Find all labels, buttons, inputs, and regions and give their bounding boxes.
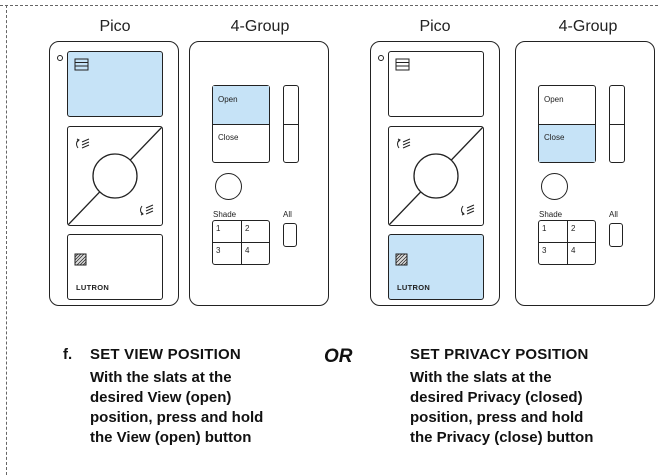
all-label: All — [609, 210, 618, 219]
brand-logo: LUTRON — [76, 283, 110, 292]
zone-button-1[interactable]: 1 — [539, 221, 568, 243]
pico-led-dot — [57, 55, 63, 61]
pico-privacy-button[interactable]: LUTRON — [388, 234, 484, 300]
zone-button-3[interactable]: 3 — [539, 243, 568, 264]
tilt-rocker-graphic — [68, 127, 162, 225]
keypad-open-close-button: Open Close — [538, 85, 596, 163]
pico-view-button[interactable] — [388, 51, 484, 117]
tilt-down-icon — [461, 204, 475, 216]
left-step-body: With the slats at the desired View (open… — [90, 369, 264, 446]
pico-privacy-button[interactable]: LUTRON — [67, 234, 163, 300]
tilt-rocker-graphic — [389, 127, 483, 225]
left-4group-keypad: Open Close Shade All 1 2 3 4 — [189, 41, 329, 306]
zone-label: 2 — [245, 224, 250, 233]
zone-button-3[interactable]: 3 — [213, 243, 242, 264]
zone-label: 3 — [542, 246, 547, 255]
zone-label: 4 — [245, 246, 250, 255]
keypad-round-button[interactable] — [541, 173, 568, 200]
zone-button-2[interactable]: 2 — [242, 221, 269, 243]
zone-label: 2 — [571, 224, 576, 233]
open-button[interactable]: Open — [213, 86, 269, 125]
right-step-title: SET PRIVACY POSITION — [410, 346, 589, 363]
zone-label: 4 — [571, 246, 576, 255]
right-step-body: With the slats at the desired Privacy (c… — [410, 369, 594, 446]
shade-zone-grid: 1 2 3 4 — [212, 220, 270, 265]
left-pico-caption: Pico — [99, 18, 131, 35]
all-button[interactable] — [609, 223, 623, 247]
dashed-border-top — [0, 5, 658, 6]
raise-lower-rocker[interactable] — [609, 85, 625, 163]
shade-label: Shade — [539, 210, 563, 219]
closed-blind-icon — [395, 253, 408, 266]
shade-zone-grid: 1 2 3 4 — [538, 220, 596, 265]
right-4group-keypad: Open Close Shade All 1 2 3 4 — [515, 41, 655, 306]
rocker-divider — [284, 124, 298, 125]
left-group-caption: 4-Group — [230, 18, 290, 35]
zone-button-4[interactable]: 4 — [568, 243, 595, 264]
open-label: Open — [218, 95, 238, 104]
tilt-up-icon — [397, 138, 411, 149]
zone-label: 3 — [216, 246, 221, 255]
zone-label: 1 — [542, 224, 547, 233]
close-label: Close — [218, 133, 239, 142]
zone-button-4[interactable]: 4 — [242, 243, 269, 264]
pico-led-dot — [378, 55, 384, 61]
tilt-up-icon — [76, 138, 90, 149]
raise-lower-rocker[interactable] — [283, 85, 299, 163]
pico-tilt-rocker[interactable] — [388, 126, 484, 226]
shade-label: Shade — [213, 210, 237, 219]
brand-logo: LUTRON — [397, 283, 431, 292]
or-separator: OR — [324, 346, 353, 367]
right-pico-remote: LUTRON — [370, 41, 500, 306]
zone-button-1[interactable]: 1 — [213, 221, 242, 243]
open-label: Open — [544, 95, 564, 104]
right-group-caption: 4-Group — [558, 18, 618, 35]
pico-tilt-rocker[interactable] — [67, 126, 163, 226]
rocker-divider — [610, 124, 624, 125]
left-step-title: SET VIEW POSITION — [90, 346, 241, 363]
close-button[interactable]: Close — [539, 125, 595, 162]
open-button[interactable]: Open — [539, 86, 595, 125]
open-blind-icon — [395, 58, 410, 71]
dashed-border-left — [6, 5, 7, 475]
close-button[interactable]: Close — [213, 125, 269, 162]
open-blind-icon — [74, 58, 89, 71]
step-letter: f. — [63, 346, 73, 363]
zone-label: 1 — [216, 224, 221, 233]
keypad-open-close-button: Open Close — [212, 85, 270, 163]
keypad-round-button[interactable] — [215, 173, 242, 200]
closed-blind-icon — [74, 253, 87, 266]
zone-button-2[interactable]: 2 — [568, 221, 595, 243]
close-label: Close — [544, 133, 565, 142]
pico-view-button[interactable] — [67, 51, 163, 117]
all-button[interactable] — [283, 223, 297, 247]
tilt-down-icon — [140, 204, 154, 216]
left-pico-remote: LUTRON — [49, 41, 179, 306]
all-label: All — [283, 210, 292, 219]
right-pico-caption: Pico — [419, 18, 451, 35]
